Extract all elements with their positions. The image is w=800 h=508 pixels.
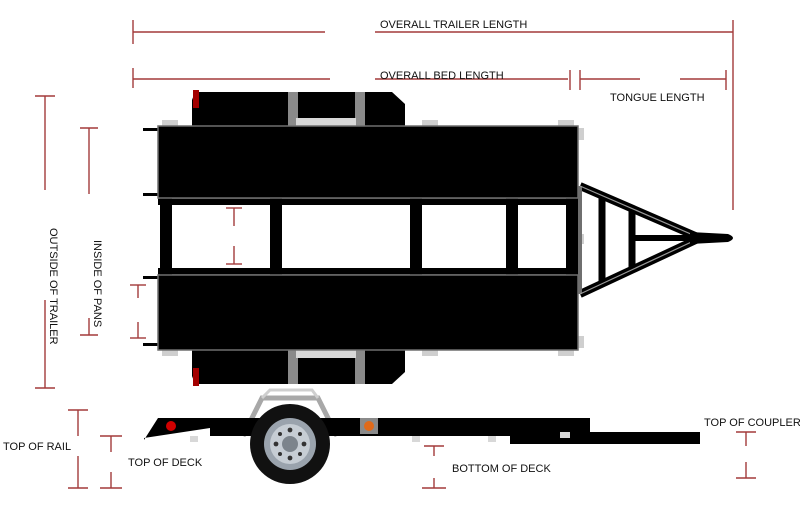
top-of-rail-label: TOP OF RAIL xyxy=(3,441,71,453)
top-pan xyxy=(157,125,579,199)
overall-trailer-length-label: OVERALL TRAILER LENGTH xyxy=(380,19,527,31)
top-fender xyxy=(192,90,405,126)
coupler-top xyxy=(690,232,733,244)
side-deck-rail xyxy=(144,418,700,444)
top-of-coupler-label: TOP OF COUPLER xyxy=(704,417,800,429)
dimension-lines xyxy=(35,20,756,489)
center-frame xyxy=(158,197,578,276)
outside-of-trailer-dimension xyxy=(35,95,55,389)
overall-bed-length-label: OVERALL BED LENGTH xyxy=(380,70,504,82)
side-fender xyxy=(240,395,340,438)
overall-bed-length-dimension xyxy=(132,68,571,90)
pan-gap-dimension xyxy=(226,207,242,265)
bottom-fender xyxy=(192,350,405,386)
top-of-rail-dimension xyxy=(68,409,88,489)
pan-width-dimension xyxy=(130,284,146,339)
overall-trailer-length-dimension xyxy=(132,20,734,210)
bottom-pan xyxy=(157,274,579,351)
bottom-of-deck-dimension xyxy=(422,445,446,489)
top-of-coupler-dimension xyxy=(736,431,756,479)
tongue-length-label: TONGUE LENGTH xyxy=(610,92,705,104)
tongue-length-dimension xyxy=(579,70,727,90)
tail-light xyxy=(166,421,176,431)
rear-stubs xyxy=(143,128,159,346)
inside-of-pans-dimension xyxy=(80,127,98,336)
outside-of-trailer-label: OUTSIDE OF TRAILER xyxy=(47,228,59,345)
side-tabs xyxy=(190,432,570,442)
side-marker-light xyxy=(364,421,374,431)
trailer-top-view xyxy=(143,90,733,386)
wheel xyxy=(250,404,330,484)
inside-of-pans-label: INSIDE OF PANS xyxy=(91,240,103,327)
top-of-deck-label: TOP OF DECK xyxy=(128,457,203,469)
top-of-deck-dimension xyxy=(100,435,122,489)
tongue-frame xyxy=(578,182,704,298)
trailer-side-view xyxy=(144,388,700,484)
bottom-of-deck-label: BOTTOM OF DECK xyxy=(452,463,551,475)
